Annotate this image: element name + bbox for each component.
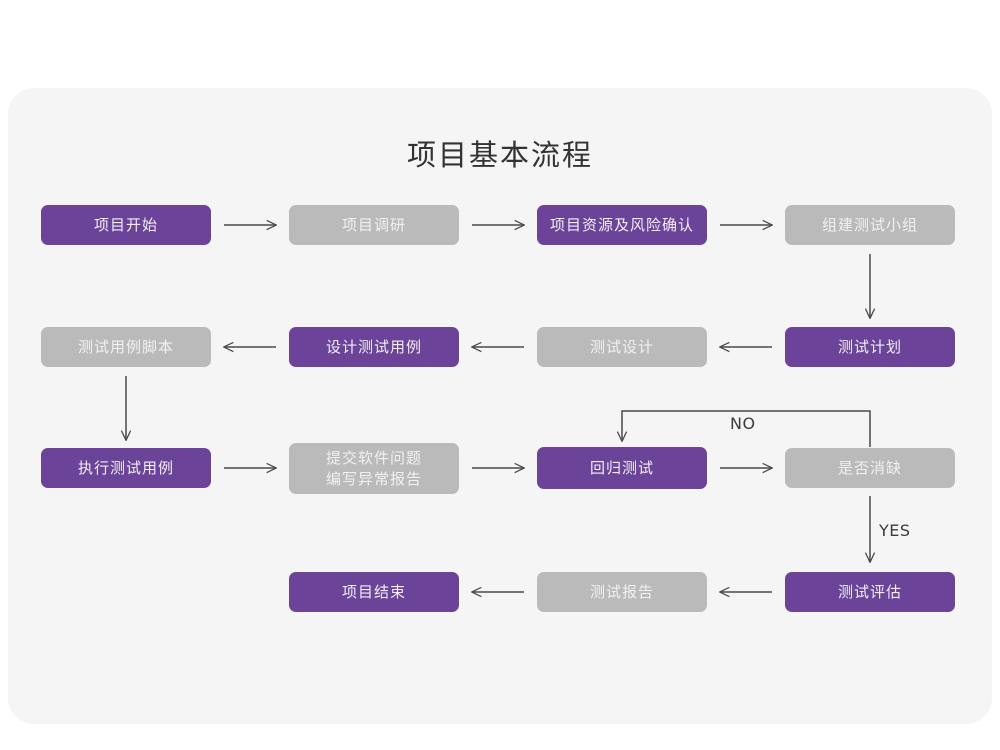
node-resource-risk-confirm[interactable]: 项目资源及风险确认: [537, 205, 707, 245]
node-submit-defects-report[interactable]: 提交软件问题 编写异常报告: [289, 443, 459, 494]
node-test-plan[interactable]: 测试计划: [785, 327, 955, 367]
edge-label-no: NO: [730, 414, 756, 433]
node-test-evaluation[interactable]: 测试评估: [785, 572, 955, 612]
node-design-test-cases[interactable]: 设计测试用例: [289, 327, 459, 367]
node-project-research[interactable]: 项目调研: [289, 205, 459, 245]
node-build-test-team[interactable]: 组建测试小组: [785, 205, 955, 245]
node-project-start[interactable]: 项目开始: [41, 205, 211, 245]
node-regression-test[interactable]: 回归测试: [537, 447, 707, 489]
node-test-design[interactable]: 测试设计: [537, 327, 707, 367]
node-execute-test-cases[interactable]: 执行测试用例: [41, 448, 211, 488]
node-test-case-script[interactable]: 测试用例脚本: [41, 327, 211, 367]
node-defects-cleared[interactable]: 是否消缺: [785, 448, 955, 488]
page-title: 项目基本流程: [406, 138, 593, 172]
node-test-report[interactable]: 测试报告: [537, 572, 707, 612]
edge-label-yes: YES: [879, 521, 911, 540]
flowchart-card: [8, 88, 992, 724]
node-project-end[interactable]: 项目结束: [289, 572, 459, 612]
